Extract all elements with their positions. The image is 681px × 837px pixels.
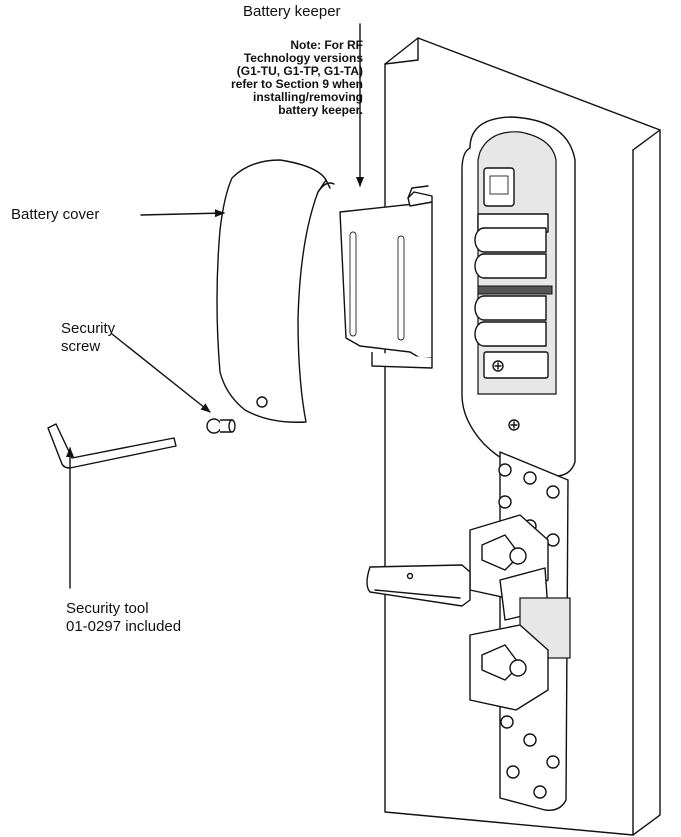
security-screw-label: Security screw <box>61 320 115 356</box>
note-line: refer to Section 9 when <box>230 77 363 91</box>
note-line: (G1-TU, G1-TP, G1-TA) <box>236 64 363 78</box>
leader-lines <box>66 23 364 589</box>
security-tool-label-line: Security tool <box>66 600 149 617</box>
battery-cover-label: Battery cover <box>11 206 100 223</box>
lock-chassis <box>469 451 571 811</box>
note-line: Note: For RF <box>290 38 363 52</box>
security-screw-icon <box>206 418 236 434</box>
lever-handle <box>366 564 471 607</box>
battery-cover <box>216 159 335 423</box>
rf-technology-note: Note: For RF Technology versions (G1-TU,… <box>231 39 363 117</box>
security-tool-label-line: 01-0297 included <box>66 618 182 635</box>
note-line: battery keeper. <box>278 103 363 117</box>
note-line: Technology versions <box>243 51 363 65</box>
battery-keeper <box>339 185 433 369</box>
security-tool-label: Security tool 01-0297 included <box>66 600 181 636</box>
battery-cells <box>474 167 553 379</box>
security-screw-label-line: screw <box>61 338 101 355</box>
lock-housing <box>461 116 576 477</box>
note-line: installing/removing <box>252 90 363 104</box>
security-screw-label-line: Security <box>61 320 116 337</box>
security-tool-icon <box>47 423 177 469</box>
battery-keeper-label: Battery keeper <box>243 3 341 20</box>
